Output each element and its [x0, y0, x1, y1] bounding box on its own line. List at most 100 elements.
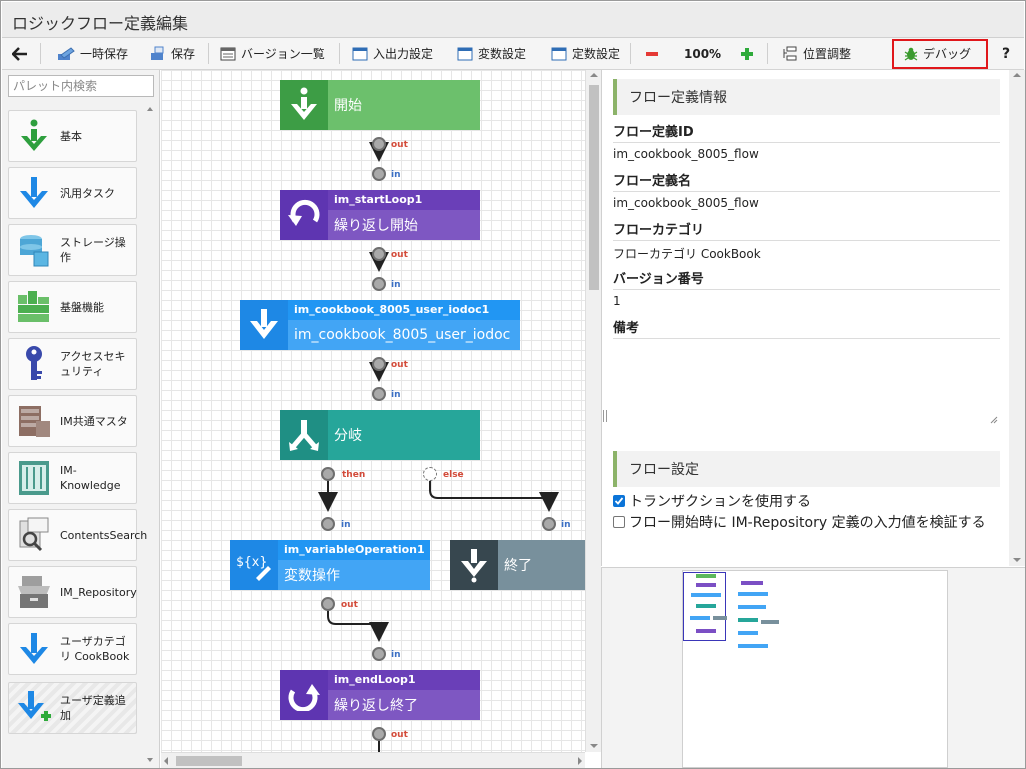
zoom-in-button[interactable] — [740, 38, 754, 69]
overview-map[interactable] — [682, 570, 948, 768]
palette-item-storage[interactable]: ストレージ操作 — [8, 224, 137, 276]
in-port[interactable] — [372, 167, 386, 181]
overview-node — [738, 618, 758, 622]
palette-item-user-define-add[interactable]: ユーザ定義追加 — [8, 682, 137, 734]
memo-label: 備考 — [613, 317, 1000, 339]
position-adjust-button[interactable]: 位置調整 — [782, 38, 851, 69]
overview-node — [738, 592, 768, 596]
debug-button[interactable]: デバッグ — [904, 38, 971, 69]
use-transaction-label: トランザクションを使用する — [629, 494, 811, 510]
overview-node — [696, 604, 716, 608]
flow-canvas[interactable]: 開始 out in im_startLoop1 繰り返し開始 out in im… — [161, 70, 585, 752]
temp-save-label: 一時保存 — [80, 47, 129, 61]
overview-node — [741, 581, 763, 585]
debug-highlight-box — [892, 39, 988, 69]
out-port[interactable] — [372, 357, 386, 371]
blue-down-arrow-icon — [14, 173, 54, 213]
in-port[interactable] — [372, 277, 386, 291]
temp-save-button[interactable]: 一時保存 — [57, 38, 128, 69]
flow-node-start-loop[interactable]: im_startLoop1 繰り返し開始 — [280, 190, 480, 240]
storage-icon — [14, 230, 54, 270]
palette-search-input[interactable] — [8, 75, 154, 97]
var-settings-button[interactable]: 変数設定 — [457, 38, 526, 69]
help-button[interactable]: ? — [1002, 45, 1011, 62]
end-down-arrow-icon — [450, 540, 498, 590]
palette-item-contents-search[interactable]: ContentsSearch — [8, 509, 147, 561]
overview-node — [696, 629, 716, 633]
palette-item-im-repository[interactable]: IM_Repository — [8, 566, 137, 618]
out-port[interactable] — [372, 247, 386, 261]
palette-item-im-master[interactable]: IM共通マスタ — [8, 395, 137, 447]
palette-item-im-knowledge[interactable]: IM-Knowledge — [8, 452, 137, 504]
port-label-out: out — [341, 600, 358, 610]
overview-node — [738, 644, 768, 648]
palette-scrollbar[interactable] — [143, 105, 157, 766]
save-button[interactable]: 保存 — [150, 38, 195, 69]
overview-node — [738, 631, 758, 635]
version-list-label: バージョン一覧 — [241, 47, 325, 61]
flow-id-label: フロー定義ID — [613, 121, 1000, 143]
out-port[interactable] — [372, 137, 386, 151]
out-port[interactable] — [321, 597, 335, 611]
validate-input-option[interactable]: フロー開始時に IM-Repository 定義の入力値を検証する — [613, 512, 986, 532]
palette-item-label: IM共通マスタ — [60, 414, 128, 428]
flow-name-value: im_cookbook_8005_flow — [613, 196, 759, 210]
list-window-icon — [220, 47, 236, 61]
palette-item-label: 基本 — [60, 129, 82, 143]
palette-item-label: 汎用タスク — [60, 186, 115, 200]
use-transaction-checkbox[interactable] — [613, 495, 625, 507]
in-port[interactable] — [372, 387, 386, 401]
palette-item-platform[interactable]: 基盤機能 — [8, 281, 137, 333]
properties-scrollbar[interactable] — [1009, 70, 1025, 566]
loop-start-icon — [280, 190, 328, 240]
io-settings-button[interactable]: 入出力設定 — [352, 38, 433, 69]
flow-node-end[interactable]: 終了 — [450, 540, 585, 590]
flow-node-user-iodoc[interactable]: im_cookbook_8005_user_iodoc1 im_cookbook… — [240, 300, 520, 350]
flow-name-label: フロー定義名 — [613, 170, 1000, 192]
canvas-horizontal-scrollbar[interactable] — [161, 752, 585, 768]
flow-node-branch[interactable]: 分岐 — [280, 410, 480, 460]
node-name: 終了 — [504, 558, 532, 574]
master-icon — [14, 401, 54, 441]
blue-down-arrow-icon — [14, 629, 54, 669]
palette-item-general-task[interactable]: 汎用タスク — [8, 167, 137, 219]
validate-input-checkbox[interactable] — [613, 516, 625, 528]
back-button[interactable] — [12, 38, 28, 69]
flow-node-end-loop[interactable]: im_endLoop1 繰り返し終了 — [280, 670, 480, 720]
out-port[interactable] — [372, 727, 386, 741]
in-port[interactable] — [372, 647, 386, 661]
debug-label: デバッグ — [923, 47, 972, 61]
splitter-handle[interactable] — [603, 410, 607, 422]
overview-node — [761, 620, 779, 624]
node-id: im_variableOperation1 — [278, 540, 430, 560]
else-port[interactable] — [423, 467, 437, 481]
const-settings-button[interactable]: 定数設定 — [551, 38, 620, 69]
port-label-in: in — [391, 650, 401, 660]
in-port[interactable] — [542, 517, 556, 531]
canvas-vertical-scrollbar[interactable] — [585, 70, 601, 752]
palette-item-label: ContentsSearch — [60, 528, 148, 542]
palette-item-label: IM_Repository — [60, 585, 137, 599]
overview-node — [696, 574, 716, 578]
use-transaction-option[interactable]: トランザクションを使用する — [613, 491, 811, 511]
title-bar: ロジックフロー定義編集 — [2, 2, 1024, 38]
zoom-out-button[interactable] — [645, 38, 659, 69]
memo-textarea[interactable] — [613, 340, 1000, 426]
var-settings-label: 変数設定 — [478, 47, 527, 61]
in-port[interactable] — [321, 517, 335, 531]
palette-item-user-category-cookbook[interactable]: ユーザカテゴリ CookBook — [8, 623, 137, 675]
const-settings-label: 定数設定 — [572, 47, 621, 61]
variable-operation-icon: ${x} — [230, 540, 278, 590]
palette-item-access-security[interactable]: アクセスセキュリティ — [8, 338, 137, 390]
contents-search-icon — [14, 515, 54, 555]
overview-viewport[interactable] — [683, 572, 726, 641]
node-id: im_startLoop1 — [328, 190, 480, 210]
flow-node-start[interactable]: 開始 — [280, 80, 480, 130]
flow-node-variable-operation[interactable]: ${x} im_variableOperation1 変数操作 — [230, 540, 430, 590]
section-flow-settings: フロー設定 — [613, 451, 1000, 487]
palette-item-basic[interactable]: 基本 — [8, 110, 137, 162]
toolbar: 一時保存 保存 バージョン一覧 入出力設定 変数設定 — [2, 38, 1024, 70]
then-port[interactable] — [321, 467, 335, 481]
port-label-in: in — [391, 280, 401, 290]
version-list-button[interactable]: バージョン一覧 — [220, 38, 325, 69]
